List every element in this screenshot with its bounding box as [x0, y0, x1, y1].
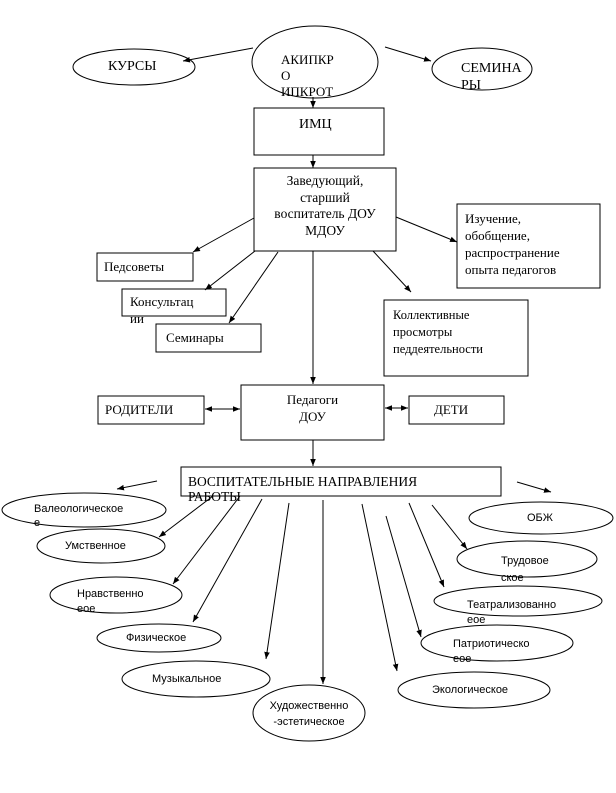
pedsovety-label: Педсоветы — [104, 259, 165, 274]
arrow-head-pedsovety — [192, 217, 255, 253]
arrow-to-patriotic — [385, 515, 422, 638]
courses-label: КУРСЫ — [108, 59, 157, 74]
arrow-akipkro-seminars — [384, 46, 432, 62]
study-box — [456, 203, 601, 289]
views-box — [383, 299, 529, 377]
seminars-top-ellipse — [431, 47, 533, 91]
arrow-to-valeology — [116, 480, 158, 491]
head-box — [253, 167, 397, 252]
ecological-ellipse — [397, 671, 551, 709]
arrow-akipkro-courses — [182, 47, 254, 63]
physical-label: Физическое — [126, 632, 187, 644]
art-label: Художественно-эстетическое — [269, 700, 349, 728]
imc-box — [253, 107, 385, 156]
arrow-to-moral — [172, 495, 241, 585]
courses-ellipse — [72, 48, 196, 86]
arrow-to-mental — [158, 495, 214, 538]
arrow-head-views — [372, 250, 412, 293]
arrow-to-labor — [431, 504, 468, 550]
children-label: ДЕТИ — [434, 402, 469, 417]
patriotic-ellipse — [420, 624, 574, 662]
arrow-to-musical — [264, 502, 290, 660]
arrow-to-ecological — [361, 503, 399, 672]
arrow-head-study — [395, 216, 458, 243]
arrow-to-theatrical — [408, 502, 445, 588]
theatrical-ellipse — [433, 585, 603, 617]
musical-ellipse — [121, 660, 271, 698]
arrow-to-physical — [192, 498, 263, 623]
arrow-head-seminars — [228, 251, 279, 324]
imc-label: ИМЦ — [299, 117, 332, 132]
valeology-ellipse — [1, 492, 167, 528]
children-box — [408, 395, 505, 425]
moral-ellipse — [49, 576, 183, 614]
parents-box — [97, 395, 205, 425]
parents-label: РОДИТЕЛИ — [105, 402, 174, 417]
obzh-label: ОБЖ — [527, 512, 553, 524]
art-ellipse — [252, 684, 366, 742]
mental-ellipse — [36, 528, 166, 564]
directions-box — [180, 466, 502, 497]
arrow-to-obzh — [516, 481, 552, 493]
labor-ellipse — [456, 540, 598, 578]
mental-label: Умственное — [65, 540, 126, 552]
seminars-box — [155, 323, 262, 353]
akipkro-ellipse — [251, 25, 379, 99]
consultations-box — [121, 288, 227, 317]
seminars-label: Семинары — [166, 330, 224, 345]
ecological-label: Экологическое — [432, 684, 509, 696]
pedsovety-box — [96, 252, 194, 282]
physical-ellipse — [96, 623, 222, 653]
obzh-ellipse — [468, 501, 614, 535]
arrow-head-consultations — [204, 250, 256, 291]
teachers-box — [240, 384, 385, 441]
musical-label: Музыкальное — [152, 673, 222, 685]
